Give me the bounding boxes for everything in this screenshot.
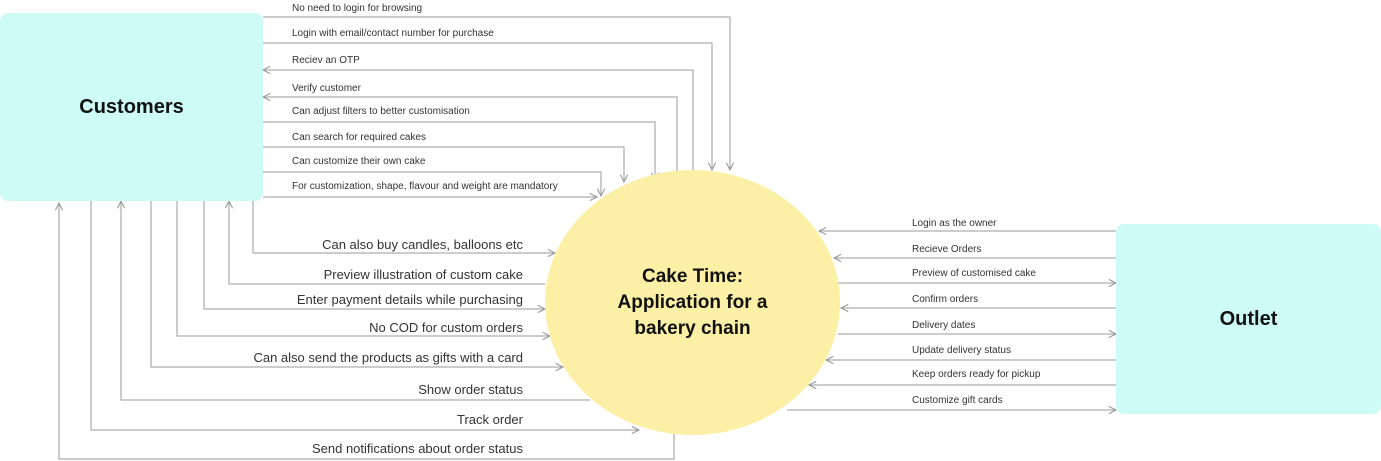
flow-label: Delivery dates <box>912 320 976 331</box>
flow-line <box>263 171 601 196</box>
flow-line <box>263 16 730 170</box>
flow-label: Verify customer <box>292 83 361 94</box>
flow-label: No COD for custom orders <box>369 320 523 335</box>
flow-label: Preview of customised cake <box>912 268 1036 279</box>
flow-label: Can also buy candles, balloons etc <box>322 237 523 252</box>
flow-line <box>263 42 712 170</box>
flow-line <box>263 97 678 175</box>
flow-line <box>229 201 545 285</box>
flow-label: Track order <box>457 412 523 427</box>
flow-label: Enter payment details while purchasing <box>296 292 523 307</box>
flow-line <box>263 146 624 182</box>
flow-line <box>176 201 550 336</box>
flow-label: Login with email/contact number for purc… <box>292 28 494 39</box>
customers-entity: Customers <box>0 13 263 201</box>
flow-label: Confirm orders <box>912 294 979 305</box>
process-title-line-2: Application for a <box>617 291 768 313</box>
customers-title: Customers <box>79 95 184 118</box>
flow-line <box>90 201 639 430</box>
flow-label: Can adjust filters to better customisati… <box>292 106 470 117</box>
process-title-line-1: Cake Time: <box>641 265 744 287</box>
flow-line <box>263 121 655 180</box>
outlet-title: Outlet <box>1219 307 1278 330</box>
flow-label: Update delivery status <box>912 345 1011 356</box>
flow-label: Recieve Orders <box>912 244 982 255</box>
process-title-line-3: bakery chain <box>634 317 751 339</box>
flow-label: Login as the owner <box>912 218 997 229</box>
flow-line <box>203 201 545 309</box>
flow-label: Can customize their own cake <box>292 156 426 167</box>
flow-label: Reciev an OTP <box>292 55 360 66</box>
outlet-entity: Outlet <box>1116 224 1381 414</box>
flow-label: Preview illustration of custom cake <box>323 267 523 282</box>
flow-line <box>150 201 563 367</box>
flow-label: Can search for required cakes <box>292 132 426 143</box>
flow-label: For customization, shape, flavour and we… <box>292 181 558 192</box>
flow-line <box>263 70 694 172</box>
flow-line <box>121 201 590 401</box>
flow-label: Show order status <box>418 382 523 397</box>
flow-line <box>59 203 675 460</box>
central-process: Cake Time: Application for a bakery chai… <box>545 170 840 435</box>
flow-label: Customize gift cards <box>912 395 1003 406</box>
flow-label: Keep orders ready for pickup <box>912 369 1041 380</box>
flow-line <box>252 201 555 253</box>
flow-label: Can also send the products as gifts with… <box>253 350 523 365</box>
flow-label: Send notifications about order status <box>311 441 523 456</box>
flow-label: No need to login for browsing <box>292 3 423 14</box>
